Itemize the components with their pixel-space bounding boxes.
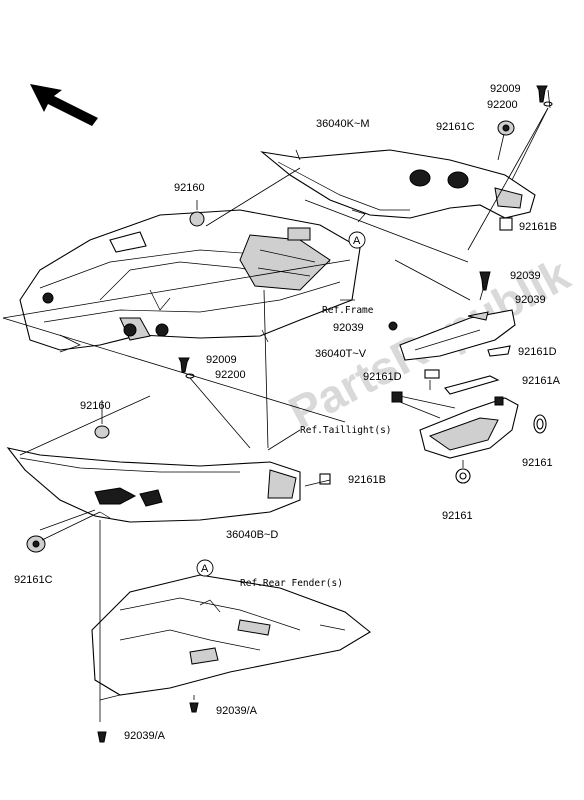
label-92039-a: 92039 [510, 270, 541, 282]
grommet-92160-lower [94, 425, 110, 439]
pad-92161d-right [487, 345, 511, 357]
front-direction-arrow-icon [30, 84, 98, 126]
ref-rear-fender-label: Ref.Rear Fender(s) [240, 578, 343, 589]
clip-92039-right [479, 271, 491, 291]
callout-a-lower: A [196, 559, 214, 577]
screw-92009-mid [178, 357, 190, 373]
seat-frame [19, 209, 361, 353]
label-92161b-upper: 92161B [519, 221, 557, 233]
part-labels: 92009 92200 92161C 36040K~M 92160 92161B… [14, 83, 561, 742]
label-36040km: 36040K~M [316, 118, 370, 130]
ref-taillight-label: Ref.Taillight(s) [300, 425, 392, 436]
callout-a-upper: A [348, 231, 366, 249]
pad-92161b-upper [499, 217, 513, 231]
label-92161d-right: 92161D [518, 346, 557, 358]
svg-text:A: A [353, 235, 361, 247]
label-92161c-lower: 92161C [14, 574, 53, 586]
clip-92039-mid [388, 321, 398, 331]
label-92161d-left: 92161D [363, 371, 402, 383]
lower-side-cover [6, 447, 301, 523]
pad-92161b-lower [319, 473, 331, 485]
label-92039a-2: 92039/A [124, 730, 166, 742]
ref-frame-label: Ref.Frame [322, 305, 374, 316]
pad-92161d-left [424, 369, 440, 379]
label-92039-b: 92039 [515, 294, 546, 306]
small-side-panel [399, 309, 516, 361]
label-92161a: 92161A [522, 375, 561, 387]
upper-seat-cover [260, 149, 536, 223]
clip-92039a-lower [97, 731, 107, 743]
reference-labels: Ref.Frame Ref.Taillight(s) Ref.Rear Fend… [240, 305, 392, 589]
label-92009-top: 92009 [490, 83, 521, 95]
label-92161b-lower: 92161B [348, 474, 386, 486]
label-92200-mid: 92200 [215, 369, 246, 381]
label-92039-c: 92039 [333, 322, 364, 334]
label-36040tv: 36040T~V [315, 348, 367, 360]
clip-92039a-upper [189, 702, 199, 713]
label-92200-top: 92200 [487, 99, 518, 111]
label-92161c-top: 92161C [436, 121, 475, 133]
small-parts [26, 85, 553, 743]
screw-92009-top [536, 85, 548, 103]
label-92009-mid: 92009 [206, 354, 237, 366]
taillight [391, 391, 519, 459]
label-92039a-1: 92039/A [216, 705, 258, 717]
washer-92200-top [543, 101, 553, 107]
label-36040bd: 36040B~D [226, 529, 278, 541]
strip-92161a [444, 375, 500, 395]
svg-text:A: A [201, 563, 209, 575]
label-92161-bottom: 92161 [442, 510, 473, 522]
label-92161-right: 92161 [522, 457, 553, 469]
leader-lines [2, 89, 551, 722]
rear-fender [91, 574, 371, 701]
grommet-92160-upper [189, 211, 205, 227]
label-92160-lower: 92160 [80, 400, 111, 412]
label-92160-upper: 92160 [174, 182, 205, 194]
